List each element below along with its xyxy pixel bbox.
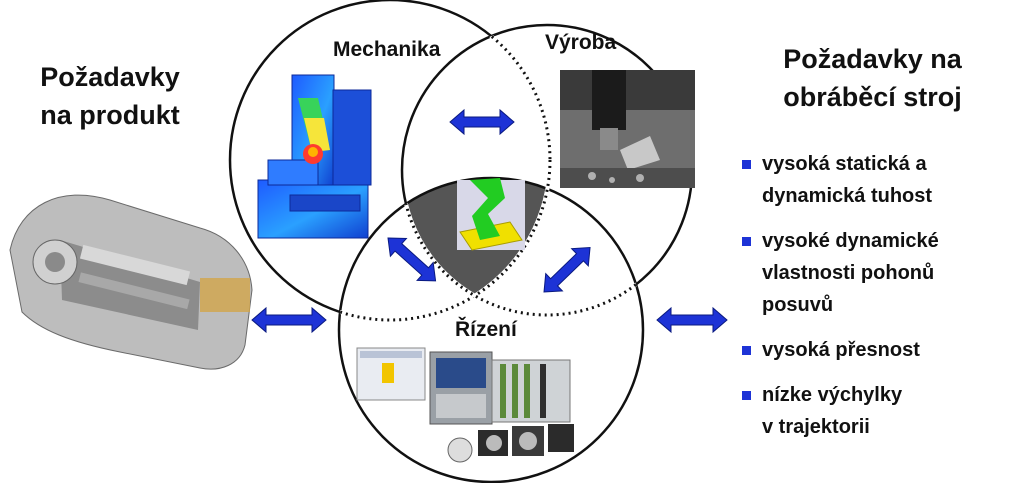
list-item: nízke výchylky v trajektorii <box>742 379 1017 443</box>
list-item-line: vysoká přesnost <box>762 339 920 361</box>
arrow-vyroba-rizeni <box>543 247 591 293</box>
square-bullet-icon <box>742 391 751 400</box>
square-bullet-icon <box>742 160 751 169</box>
square-bullet-icon <box>742 346 751 355</box>
list-item-line: dynamická tuhost <box>762 185 933 207</box>
list-item-line: nízke výchylky <box>762 384 903 406</box>
label-vyroba: Výroba <box>545 31 617 54</box>
arrow-product <box>251 306 327 334</box>
dotted-arc-mechanika <box>402 25 552 315</box>
arrow-mech-vyroba <box>449 108 515 136</box>
heading-line: obráběcí stroj <box>783 82 962 112</box>
circle-rizeni <box>337 176 645 483</box>
list-item: vysoké dynamické vlastnosti pohonů posuv… <box>742 225 1017 321</box>
heading-line: Požadavky na <box>783 44 962 74</box>
machine-requirements-heading: Požadavky na obráběcí stroj <box>745 40 1000 116</box>
requirements-list: vysoká statická a dynamická tuhost vysok… <box>742 148 1017 456</box>
machine-fem-image <box>257 74 372 239</box>
list-item-line: vysoké dynamické <box>762 230 939 252</box>
square-bullet-icon <box>742 237 751 246</box>
arrow-mech-rizeni <box>387 237 437 282</box>
list-item-line: v trajektorii <box>762 416 870 438</box>
label-mechanika: Mechanika <box>333 38 441 61</box>
heading-line: na produkt <box>40 100 180 130</box>
milling-photo <box>560 70 695 188</box>
list-item-line: posuvů <box>762 294 834 316</box>
control-hardware-image <box>356 347 574 463</box>
list-item-line: vysoká statická a <box>762 153 927 175</box>
label-rizeni: Řízení <box>455 318 517 341</box>
list-item: vysoká statická a dynamická tuhost <box>742 148 1017 212</box>
product-requirements-heading: Požadavky na produkt <box>10 58 210 134</box>
cad-part-image <box>457 178 525 251</box>
list-item: vysoká přesnost <box>742 334 1017 366</box>
list-item-line: vlastnosti pohonů <box>762 262 935 284</box>
heading-line: Požadavky <box>40 62 180 92</box>
gearbox-image <box>9 194 253 370</box>
arrow-machine <box>656 306 728 334</box>
